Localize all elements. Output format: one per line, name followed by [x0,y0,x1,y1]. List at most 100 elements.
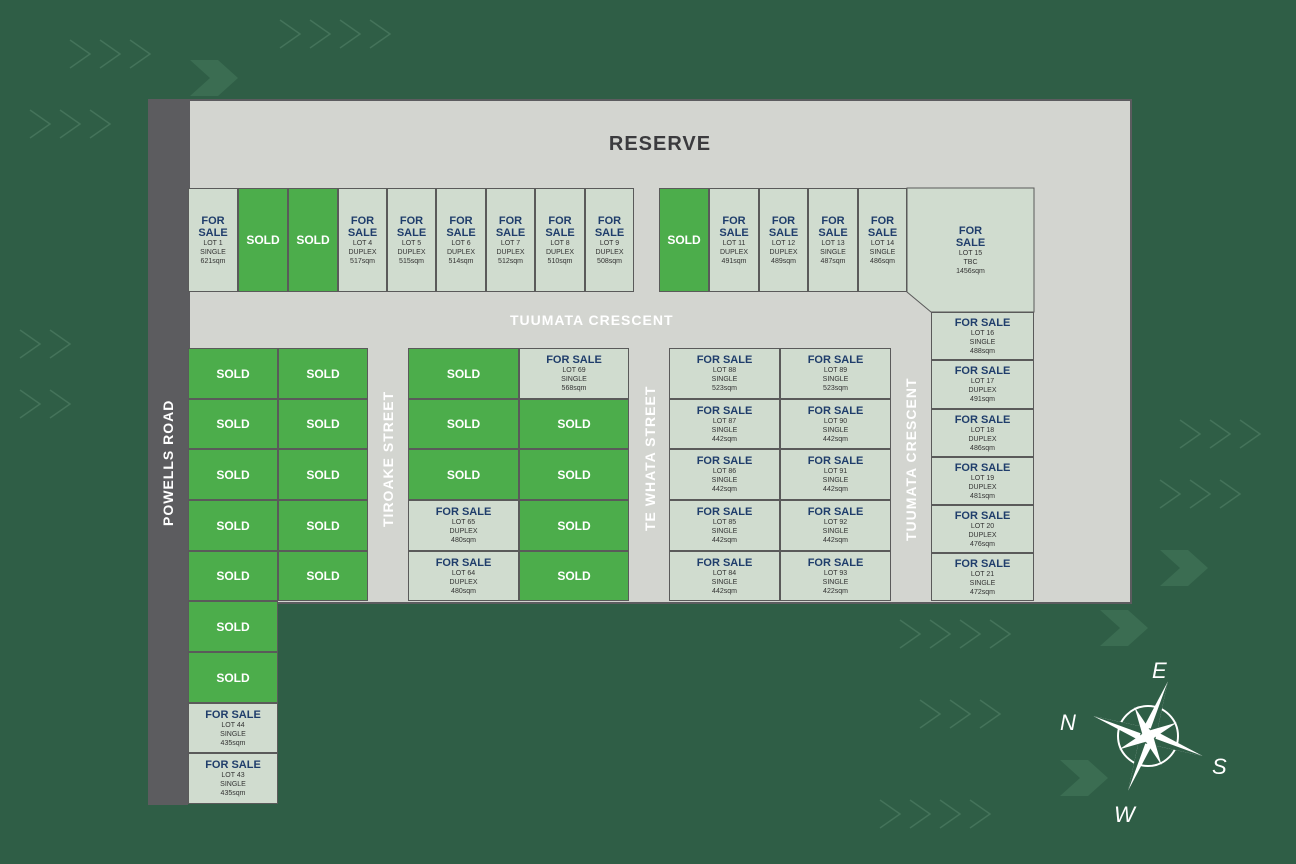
lot-type: DUPLEX [449,528,478,535]
lot-5[interactable]: FOR SALE LOT 5 DUPLEX 515sqm [387,188,436,292]
lot-65[interactable]: FOR SALE LOT 65 DUPLEX 480sqm [408,500,519,551]
lot-43[interactable]: FOR SALE LOT 43 SINGLE 435sqm [188,753,278,804]
lot-sold[interactable]: SOLD [188,348,278,399]
lot-status: FOR SALE [696,455,753,467]
lot-number: LOT 92 [823,519,848,526]
lot-type: DUPLEX [968,531,997,539]
lot-87[interactable]: FOR SALE LOT 87 SINGLE 442sqm [669,399,780,449]
lot-sold[interactable]: SOLD [519,500,629,551]
lot-84[interactable]: FOR SALE LOT 84 SINGLE 442sqm [669,551,780,601]
lot-size: 491sqm [970,396,995,403]
lot-number: LOT 91 [823,468,848,475]
lot-1[interactable]: FOR SALE LOT 1 SINGLE 621sqm [188,188,238,292]
street-label-te-whata-street: TE WHATA STREET [642,385,658,531]
lot-number: LOT 44 [221,721,245,729]
lot-status: FOR SALE [696,404,753,417]
lot-3[interactable]: SOLD [288,188,338,292]
lot-sold[interactable]: SOLD [278,348,368,399]
lot-6[interactable]: FOR SALE LOT 6 DUPLEX 514sqm [436,188,486,292]
lot-sold[interactable]: SOLD [278,399,368,449]
lot-2[interactable]: SOLD [238,188,288,292]
lot-type: TBC [963,258,978,266]
lot-type: DUPLEX [449,578,478,586]
lot-17[interactable]: FOR SALE LOT 17 DUPLEX 491sqm [931,360,1034,409]
lot-status: FOR SALE [696,354,753,366]
lot-size: 442sqm [823,486,848,493]
lot-number: LOT 13 [821,239,845,247]
lot-status: SOLD [306,417,340,431]
lot-size: 523sqm [712,385,737,392]
lot-type: SINGLE [820,248,846,256]
lot-sold[interactable]: SOLD [188,551,278,601]
lot-type: SINGLE [711,477,738,484]
lot-type: DUPLEX [968,387,997,394]
lot-status: FOR SALE [867,214,898,239]
lot-type: SINGLE [822,528,849,535]
lot-7[interactable]: FOR SALE LOT 7 DUPLEX 512sqm [486,188,535,292]
lot-sold[interactable]: SOLD [188,601,278,652]
lot-44[interactable]: FOR SALE LOT 44 SINGLE 435sqm [188,703,278,753]
lot-sold[interactable]: SOLD [278,500,368,551]
lot-type: SINGLE [711,528,738,535]
lot-86[interactable]: FOR SALE LOT 86 SINGLE 442sqm [669,449,780,500]
lot-89[interactable]: FOR SALE LOT 89 SINGLE 523sqm [780,348,891,399]
lot-status: FOR SALE [954,461,1011,474]
lot-10[interactable]: SOLD [659,188,709,292]
lot-type: SINGLE [200,248,226,256]
lot-status: FOR SALE [807,455,864,467]
lot-9[interactable]: FOR SALE LOT 9 DUPLEX 508sqm [585,188,634,292]
lot-15[interactable]: FOR SALE LOT 15 TBC 1456sqm [907,188,1034,312]
lot-21[interactable]: FOR SALE LOT 21 SINGLE 472sqm [931,553,1034,601]
lot-status: FOR SALE [818,214,848,239]
lot-4[interactable]: FOR SALE LOT 4 DUPLEX 517sqm [338,188,387,292]
lot-90[interactable]: FOR SALE LOT 90 SINGLE 442sqm [780,399,891,449]
lot-number: LOT 9 [599,239,620,247]
lot-number: LOT 87 [712,417,737,425]
lot-status: FOR SALE [807,404,864,417]
lot-14[interactable]: FOR SALE LOT 14 SINGLE 486sqm [858,188,907,292]
lot-sold[interactable]: SOLD [408,399,519,449]
lot-93[interactable]: FOR SALE LOT 93 SINGLE 422sqm [780,551,891,601]
lot-85[interactable]: FOR SALE LOT 85 SINGLE 442sqm [669,500,780,551]
lot-sold[interactable]: SOLD [408,348,519,399]
lot-69[interactable]: FOR SALE LOT 69 SINGLE 568sqm [519,348,629,399]
lot-number: LOT 12 [771,239,796,247]
lot-status: SOLD [667,233,701,247]
lot-size: 486sqm [870,257,895,265]
lot-size: 435sqm [220,739,246,747]
lot-status: SOLD [246,233,280,247]
lot-88[interactable]: FOR SALE LOT 88 SINGLE 523sqm [669,348,780,399]
lot-64[interactable]: FOR SALE LOT 64 DUPLEX 480sqm [408,551,519,601]
lot-sold[interactable]: SOLD [278,551,368,601]
lot-sold[interactable]: SOLD [188,652,278,703]
lot-sold[interactable]: SOLD [188,399,278,449]
lot-sold[interactable]: SOLD [519,551,629,601]
lot-sold[interactable]: SOLD [519,399,629,449]
lot-8[interactable]: FOR SALE LOT 8 DUPLEX 510sqm [535,188,585,292]
lot-status: SOLD [216,569,250,583]
lot-11[interactable]: FOR SALE LOT 11 DUPLEX 491sqm [709,188,759,292]
lot-92[interactable]: FOR SALE LOT 92 SINGLE 442sqm [780,500,891,551]
lot-type: SINGLE [869,248,896,256]
lot-19[interactable]: FOR SALE LOT 19 DUPLEX 481sqm [931,457,1034,505]
lot-sold[interactable]: SOLD [408,449,519,500]
lot-number: LOT 15 [958,249,983,257]
lot-size: 523sqm [823,385,848,392]
lot-status: SOLD [306,518,340,533]
lot-sold[interactable]: SOLD [188,500,278,551]
lot-status: SOLD [216,366,250,381]
lot-sold[interactable]: SOLD [519,449,629,500]
lot-number: LOT 11 [722,239,746,247]
lot-91[interactable]: FOR SALE LOT 91 SINGLE 442sqm [780,449,891,500]
lot-status: FOR SALE [696,556,753,569]
lot-12[interactable]: FOR SALE LOT 12 DUPLEX 489sqm [759,188,808,292]
lot-16[interactable]: FOR SALE LOT 16 SINGLE 488sqm [931,312,1034,360]
lot-20[interactable]: FOR SALE LOT 20 DUPLEX 476sqm [931,505,1034,553]
lot-sold[interactable]: SOLD [278,449,368,500]
lot-status: SOLD [446,366,481,381]
lot-13[interactable]: FOR SALE LOT 13 SINGLE 487sqm [808,188,858,292]
lot-18[interactable]: FOR SALE LOT 18 DUPLEX 486sqm [931,409,1034,457]
lot-status: SOLD [446,467,481,482]
lot-sold[interactable]: SOLD [188,449,278,500]
